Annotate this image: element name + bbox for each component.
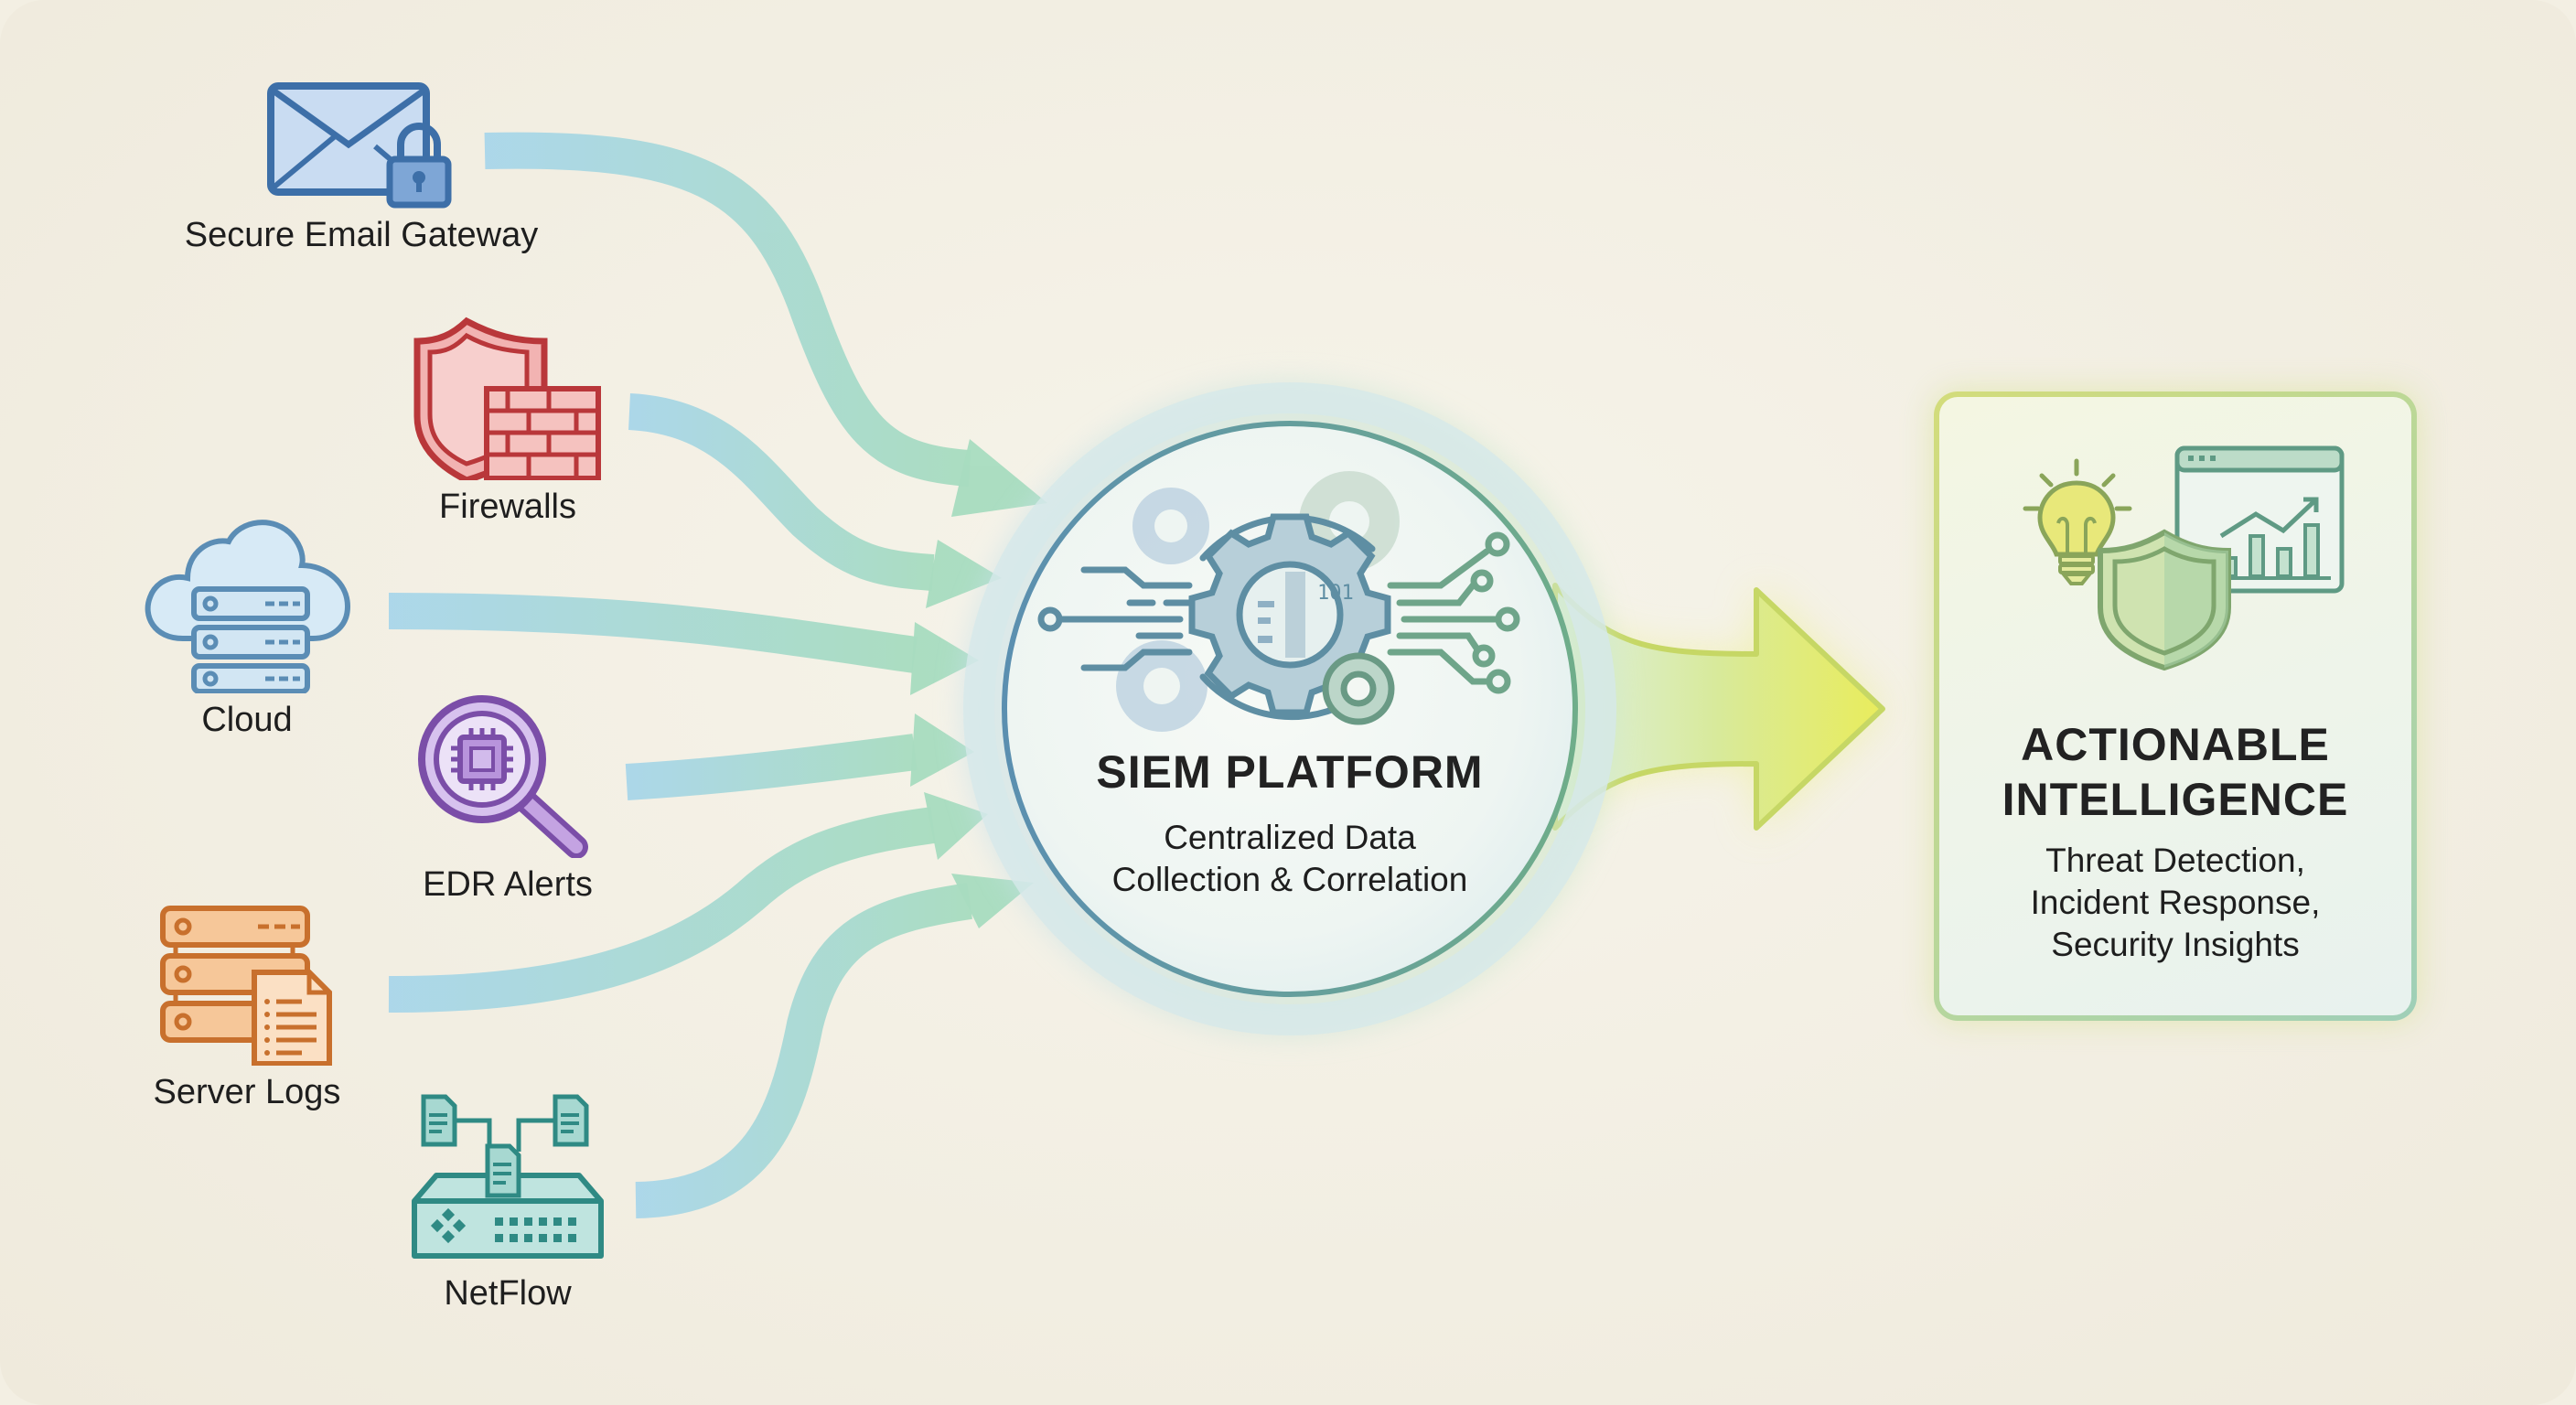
source-cloud: Cloud [119,510,375,740]
source-label: Secure Email Gateway [184,216,539,254]
shield-icon [2098,529,2231,671]
arrowhead-server-logs [924,792,988,860]
source-secure-email-gateway: Secure Email Gateway [156,80,567,255]
hub-outer-ring [963,382,1616,1035]
flow-netflow [635,883,972,1218]
source-label: Firewalls [439,488,576,526]
flow-cloud [388,593,918,673]
arrowhead-cloud [910,622,979,695]
output-title: ACTIONABLE INTELLIGENCE [1939,717,2411,827]
svg-text:101: 101 [1317,582,1354,605]
output-desc-line-3: Security Insights [2051,926,2300,963]
source-netflow: NetFlow [402,1093,613,1314]
source-edr-alerts: EDR Alerts [402,693,613,905]
incoming-flows [388,132,972,1218]
actionable-intelligence-card: ACTIONABLE INTELLIGENCE Threat Detection… [1934,391,2417,1021]
cloud-server-icon [145,520,351,693]
output-description: Threat Detection, Incident Response, Sec… [1939,840,2411,966]
envelope-lock-icon [267,82,452,209]
arrowhead-firewalls [926,540,1002,608]
hub-subtitle-line-1: Centralized Data [1164,819,1416,856]
hub-subtitle: Centralized Data Collection & Correlatio… [1006,817,1573,901]
flow-email [484,132,971,487]
lightbulb-icon [2023,458,2132,585]
source-label: Cloud [201,701,293,739]
server-document-icon [160,906,332,1066]
network-switch-documents-icon [412,1094,604,1259]
source-firewalls: Firewalls [402,316,613,527]
source-label: EDR Alerts [423,865,593,904]
source-label: Server Logs [153,1073,341,1111]
flow-firewalls [628,393,935,591]
source-server-logs: Server Logs [119,901,375,1112]
arrowhead-email [951,439,1047,517]
magnifier-chip-icon [418,695,588,858]
source-label: NetFlow [444,1274,572,1313]
output-title-line-1: ACTIONABLE [2021,719,2330,770]
hub-subtitle-line-2: Collection & Correlation [1111,861,1468,898]
output-desc-line-1: Threat Detection, [2045,842,2305,879]
flow-server-logs [388,807,936,1014]
output-title-line-2: INTELLIGENCE [2002,774,2349,825]
flow-edr [625,734,918,800]
output-icons [2023,445,2345,671]
hub-title: SIEM PLATFORM [1096,746,1484,798]
arrowhead-edr [910,713,974,787]
output-desc-line-2: Incident Response, [2030,884,2321,921]
shield-brick-wall-icon [413,316,601,480]
gears-circuit-icon: 101 [1037,471,1520,732]
